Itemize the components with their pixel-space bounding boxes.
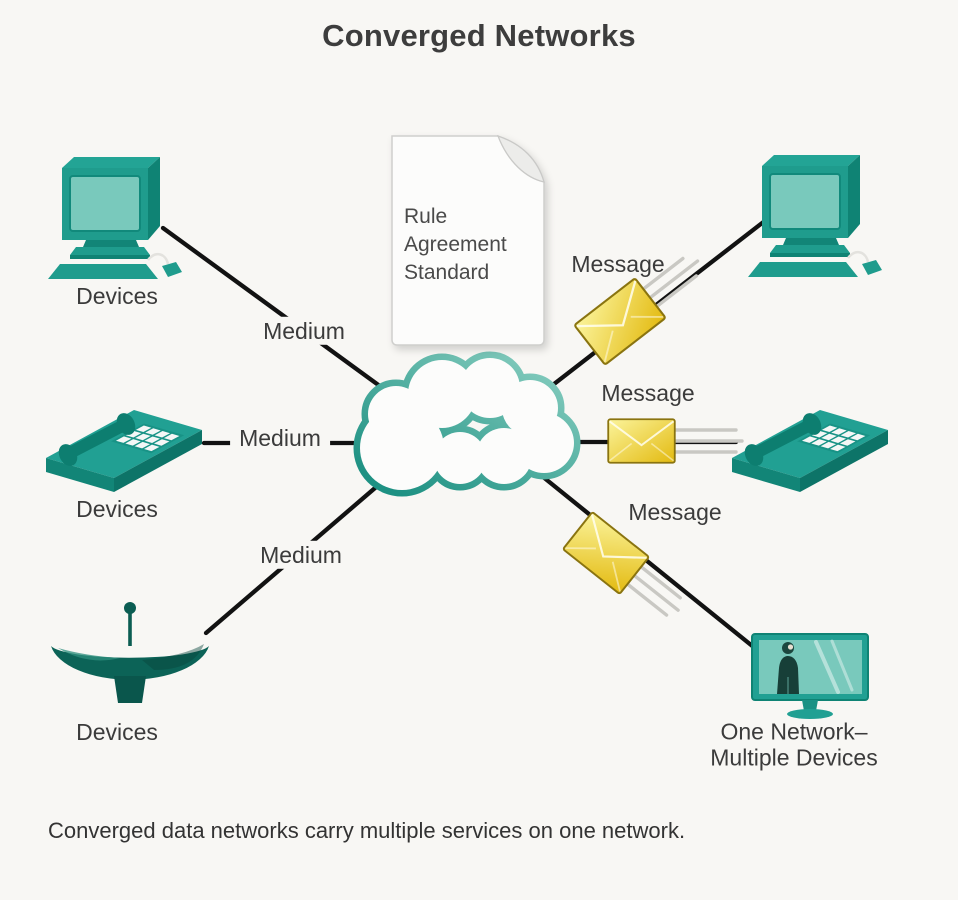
- message-label: Message: [601, 379, 695, 406]
- message-label: Message: [628, 498, 722, 525]
- page-title: Converged Networks: [322, 18, 636, 53]
- desk-phone-icon: [38, 396, 208, 496]
- message-envelope-icon: [607, 418, 676, 464]
- desktop-computer-icon: [746, 153, 884, 279]
- network-cloud-icon: [353, 351, 581, 497]
- medium-label: Medium: [254, 316, 354, 346]
- diagram-caption: Converged data networks carry multiple s…: [48, 818, 686, 843]
- message-label: Message: [571, 250, 665, 277]
- devices-label: Devices: [76, 718, 158, 745]
- medium-label: Medium: [251, 540, 351, 570]
- document-line: Rule: [404, 205, 448, 228]
- one-network-line2: Multiple Devices: [710, 745, 878, 771]
- devices-label: Devices: [76, 282, 158, 309]
- devices-label: Devices: [76, 495, 158, 522]
- desk-phone-icon: [724, 396, 894, 496]
- document-text: Rule Agreement Standard: [404, 203, 536, 287]
- desktop-computer-icon: [46, 155, 184, 281]
- medium-label: Medium: [230, 423, 330, 453]
- document-line: Standard: [404, 261, 490, 284]
- rules-document-icon: [391, 134, 545, 346]
- one-network-line1: One Network–: [720, 718, 868, 745]
- satellite-dish-icon: [51, 602, 209, 703]
- flatscreen-person-icon: [751, 633, 869, 719]
- document-line: Agreement: [404, 233, 507, 256]
- one-network-label: One Network– Multiple Devices: [710, 719, 877, 772]
